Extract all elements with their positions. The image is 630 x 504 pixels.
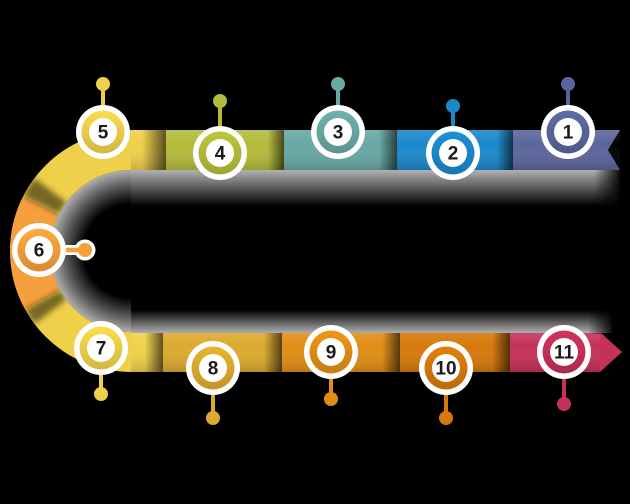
- step-number-5: 5: [98, 122, 109, 143]
- step-number-3: 3: [333, 122, 344, 143]
- step-number-10: 10: [435, 358, 456, 379]
- step-5: 5: [76, 77, 130, 159]
- step-number-1: 1: [563, 122, 574, 143]
- curve-fold-shadow-lower: [25, 290, 67, 324]
- pin-dot-8: [206, 411, 220, 425]
- step-circle-inner-1: [554, 118, 582, 146]
- steps-layer: 1 2 3 4 5 6 7 8 9 10 11: [12, 77, 595, 425]
- step-number-7: 7: [96, 338, 107, 359]
- step-10: 10: [419, 341, 473, 425]
- pin-dot-6: [78, 243, 92, 257]
- fold-blend: [497, 130, 513, 170]
- fold-blend: [264, 332, 282, 372]
- step-8: 8: [186, 341, 240, 425]
- step-circle-inner-11: [550, 338, 578, 366]
- step-9: 9: [304, 325, 358, 406]
- step-11: 11: [537, 325, 591, 411]
- step-circle-inner-5: [89, 118, 117, 146]
- step-number-2: 2: [448, 143, 459, 164]
- pin-dot-1: [561, 77, 575, 91]
- step-circle-inner-3: [324, 118, 352, 146]
- inner-shadow-top-fade: [594, 170, 622, 208]
- step-number-4: 4: [215, 143, 226, 164]
- step-circle-inner-2: [439, 139, 467, 167]
- pin-dot-3: [331, 77, 345, 91]
- step-number-9: 9: [326, 342, 337, 363]
- inner-shadow-curve: [50, 170, 131, 332]
- pin-dot-9: [324, 392, 338, 406]
- step-2: 2: [426, 99, 480, 180]
- step-circle-inner-9: [317, 338, 345, 366]
- pin-dot-11: [557, 397, 571, 411]
- step-circle-inner-7: [87, 334, 115, 362]
- step-number-6: 6: [34, 240, 45, 261]
- step-number-11: 11: [554, 342, 575, 363]
- step-7: 7: [74, 321, 128, 401]
- fold-blend: [379, 130, 397, 170]
- inner-shadow-top: [131, 170, 620, 206]
- pin-dot-5: [96, 77, 110, 91]
- step-number-8: 8: [208, 358, 219, 379]
- fold-blend: [382, 332, 400, 372]
- pin-dot-7: [94, 387, 108, 401]
- inner-shadow-bottom-fade: [588, 308, 614, 334]
- step-3: 3: [311, 77, 365, 159]
- fold-blend: [268, 130, 284, 170]
- fold-blend: [492, 332, 510, 372]
- pin-dot-2: [446, 99, 460, 113]
- step-4: 4: [193, 94, 247, 180]
- step-circle-inner-8: [199, 354, 227, 382]
- curve-fold-shadow-upper: [23, 178, 67, 215]
- fold-blend: [145, 332, 163, 372]
- pin-dot-4: [213, 94, 227, 108]
- step-circle-inner-10: [432, 354, 460, 382]
- fold-blend: [142, 130, 166, 170]
- step-circle-inner-4: [206, 139, 234, 167]
- pin-dot-10: [439, 411, 453, 425]
- inner-shadow-bottom: [131, 310, 612, 333]
- step-circle-inner-6: [25, 236, 53, 264]
- step-6: 6: [12, 223, 96, 277]
- step-1: 1: [541, 77, 595, 159]
